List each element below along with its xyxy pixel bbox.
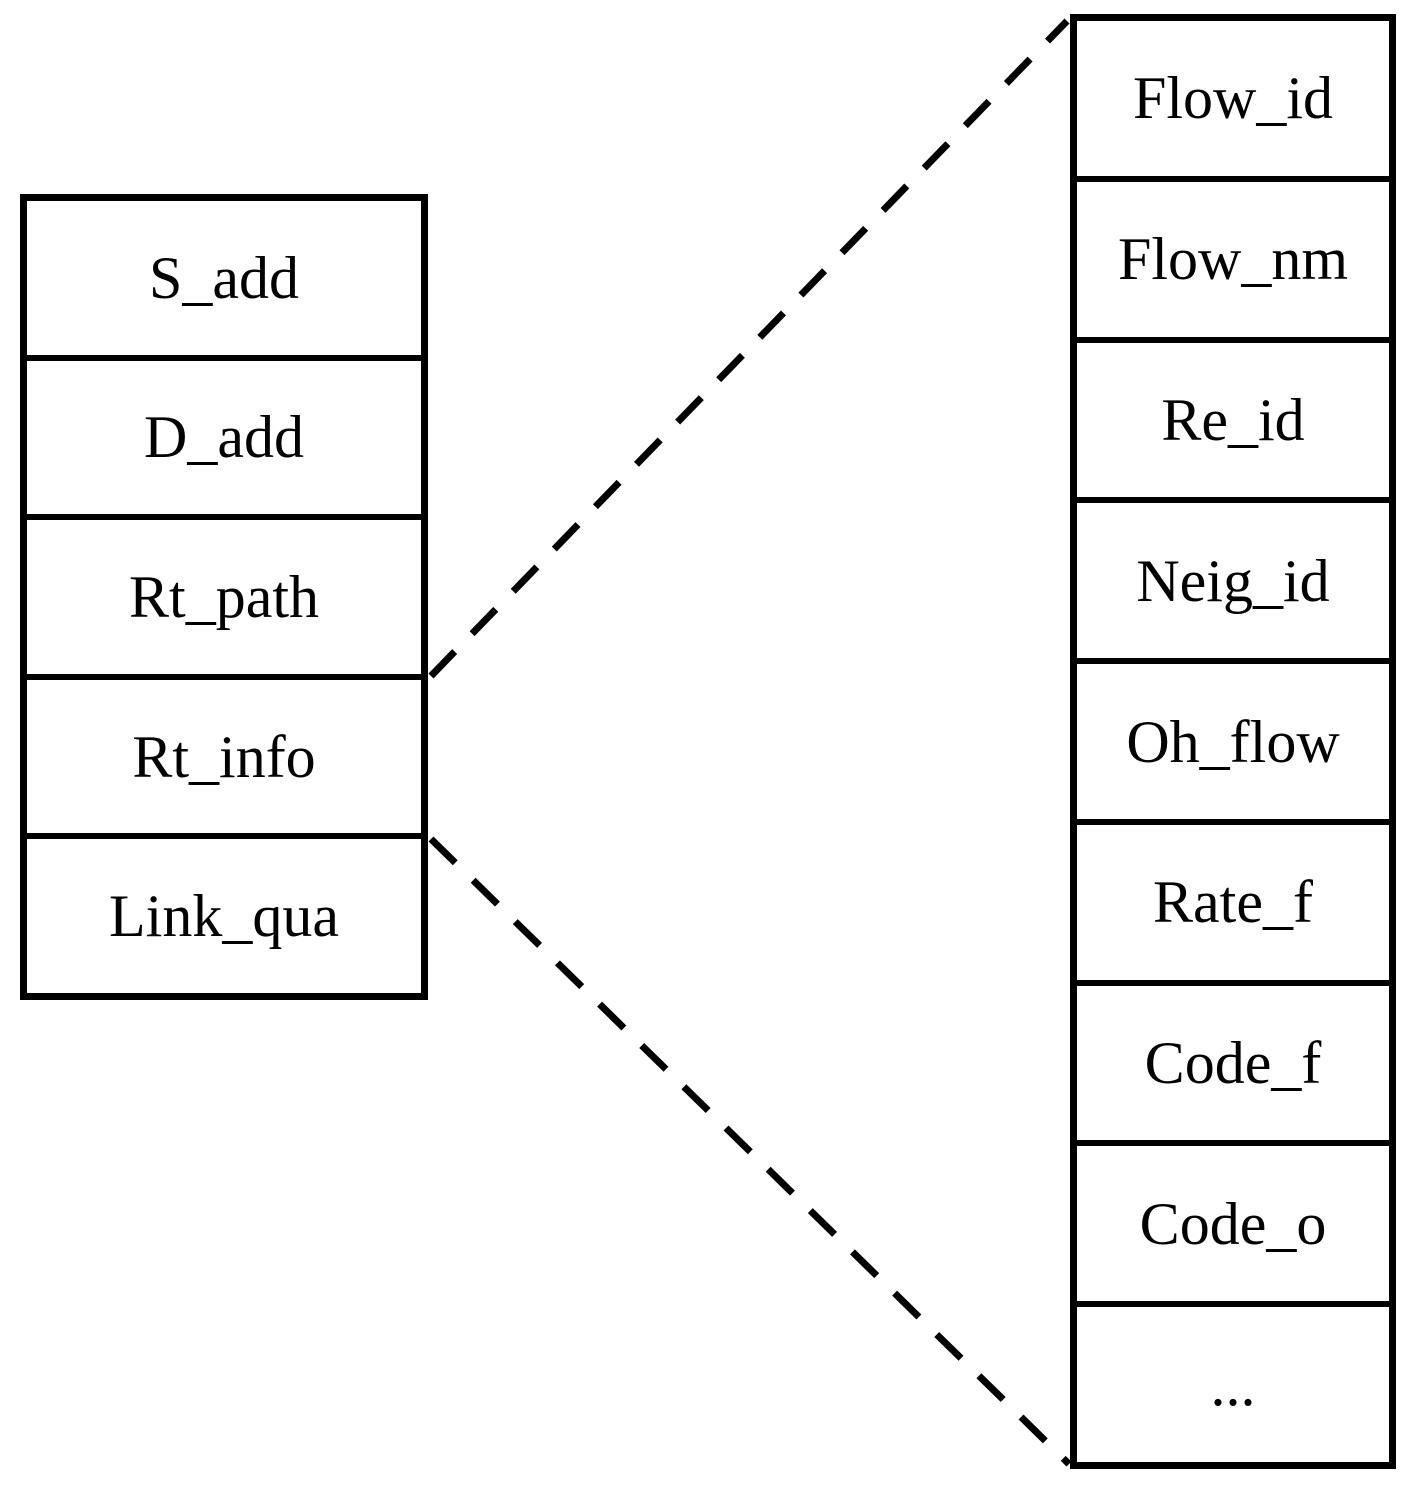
- dashed-connector-bottom: [428, 836, 1072, 1467]
- rt-info-expanded-table: Flow_id Flow_nm Re_id Neig_id Oh_flow Ra…: [1070, 14, 1396, 1469]
- cell-s-add: S_add: [149, 244, 299, 311]
- cell-rt-info: Rt_info: [27, 673, 421, 834]
- cell-oh-flow: Oh_flow: [1077, 658, 1389, 819]
- cell-code-f: Code_f: [1077, 979, 1389, 1141]
- cell-flow-nm: Flow_nm: [1077, 175, 1389, 337]
- cell-ellipsis: ...: [1077, 1301, 1389, 1462]
- cell-rt-path: Rt_path: [27, 514, 421, 674]
- cell-code-o: Code_o: [1077, 1140, 1389, 1301]
- dashed-connector-top: [428, 18, 1070, 679]
- cell-re-id: Re_id: [1077, 336, 1389, 498]
- cell-rate-f: Rate_f: [1077, 818, 1389, 980]
- packet-fields-table: S_add D_add Rt_path Rt_info Link_qua: [20, 194, 428, 1000]
- cell-d-add: D_add: [27, 354, 421, 515]
- cell-neig-id: Neig_id: [1077, 497, 1389, 658]
- cell-link-qua: Link_qua: [27, 833, 421, 993]
- cell-flow-id: Flow_id: [1132, 65, 1334, 132]
